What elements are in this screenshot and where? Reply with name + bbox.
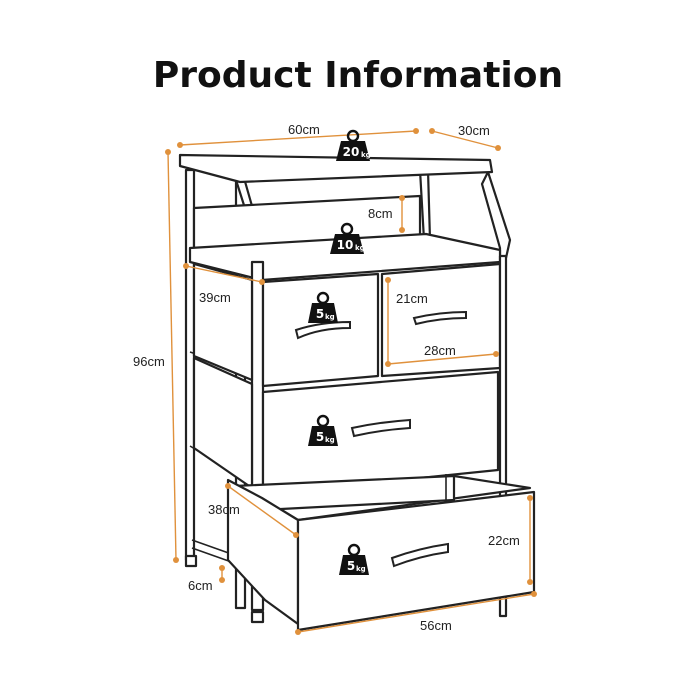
weight-icon: 10 kg bbox=[330, 222, 365, 254]
weight-drawer-left-num: 5 bbox=[316, 307, 324, 321]
dim-width-top: 60cm bbox=[288, 122, 320, 137]
weight-icon: 20 kg bbox=[336, 129, 371, 161]
dim-large-drawer-depth: 38cm bbox=[208, 502, 240, 517]
dim-small-drawer-height: 21cm bbox=[396, 291, 428, 306]
weight-top-unit: kg bbox=[361, 151, 371, 159]
weight-shelf-unit: kg bbox=[355, 244, 365, 252]
handle-small-left bbox=[294, 320, 351, 340]
weight-drawer-middle-unit: kg bbox=[325, 436, 335, 444]
dim-large-drawer-width: 56cm bbox=[420, 618, 452, 633]
weight-drawer-left-unit: kg bbox=[325, 313, 335, 321]
dim-large-drawer-height: 22cm bbox=[488, 533, 520, 548]
weight-top-num: 20 bbox=[343, 145, 360, 159]
drawer-middle bbox=[261, 370, 500, 496]
dim-small-drawer-depth: 39cm bbox=[199, 290, 231, 305]
dim-small-drawer-width: 28cm bbox=[424, 343, 456, 358]
back-left-post bbox=[184, 168, 196, 562]
dim-foot-clearance: 6cm bbox=[188, 578, 213, 593]
weight-drawer-bottom-unit: kg bbox=[356, 565, 366, 573]
dim-depth: 30cm bbox=[458, 123, 490, 138]
dim-open-shelf-height: 8cm bbox=[368, 206, 393, 221]
weight-icon: 5 kg bbox=[308, 414, 338, 446]
top-back-support bbox=[418, 168, 432, 242]
weight-shelf-num: 10 bbox=[337, 238, 354, 252]
dimension-labels: 60cm 30cm 8cm 96cm 39cm 21cm 28cm 38cm 2… bbox=[133, 122, 520, 633]
top-board bbox=[178, 153, 494, 184]
weight-icon: 5 kg bbox=[308, 291, 338, 323]
page-title: Product Information bbox=[153, 55, 563, 96]
right-top-support bbox=[480, 170, 512, 260]
drawer-handles bbox=[294, 310, 467, 568]
weight-icon: 5 kg bbox=[339, 543, 369, 575]
weight-drawer-bottom-num: 5 bbox=[347, 559, 355, 573]
handle-small-right bbox=[412, 310, 467, 326]
weight-drawer-middle-num: 5 bbox=[316, 430, 324, 444]
dimension-lines bbox=[165, 128, 537, 635]
handle-middle bbox=[350, 418, 411, 438]
dim-height: 96cm bbox=[133, 354, 165, 369]
handle-bottom bbox=[390, 542, 449, 568]
